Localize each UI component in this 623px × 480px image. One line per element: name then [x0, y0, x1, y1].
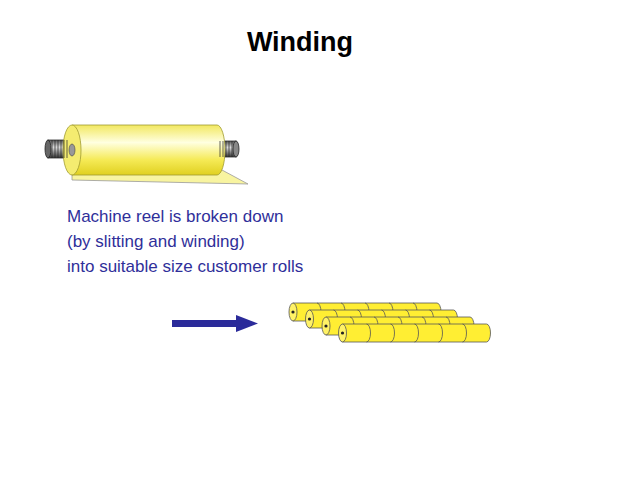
roll-core	[341, 331, 344, 334]
knurl-line	[220, 141, 221, 157]
roll-split	[391, 324, 395, 342]
roll-body	[343, 324, 491, 342]
machine-reel	[45, 125, 248, 184]
knurl-line	[52, 140, 53, 158]
knurl-line	[58, 140, 59, 158]
roll-end	[339, 324, 347, 342]
knurl-line	[55, 140, 56, 158]
roll-core	[291, 310, 294, 313]
flow-arrow	[172, 315, 258, 332]
title: Winding	[247, 27, 353, 58]
knurl-line	[229, 141, 230, 157]
knurl-line	[64, 140, 65, 158]
roll-core	[324, 324, 327, 327]
roll-end	[289, 303, 297, 321]
roll-end	[322, 317, 330, 335]
roll-core	[308, 317, 311, 320]
roll-row	[339, 324, 491, 342]
description-line: into suitable size customer rolls	[67, 254, 303, 279]
knurl-line	[226, 141, 227, 157]
roll-split	[367, 324, 371, 342]
roll-split	[415, 324, 419, 342]
customer-rolls	[289, 303, 491, 342]
description-line: (by slitting and winding)	[67, 229, 245, 254]
roll-split	[439, 324, 443, 342]
knurl-line	[223, 141, 224, 157]
description-line: Machine reel is broken down	[67, 204, 283, 229]
roll-end	[306, 310, 314, 328]
knurl-line	[61, 140, 62, 158]
knurl-line	[67, 140, 68, 158]
knurl-line	[232, 141, 233, 157]
roll-split	[463, 324, 467, 342]
